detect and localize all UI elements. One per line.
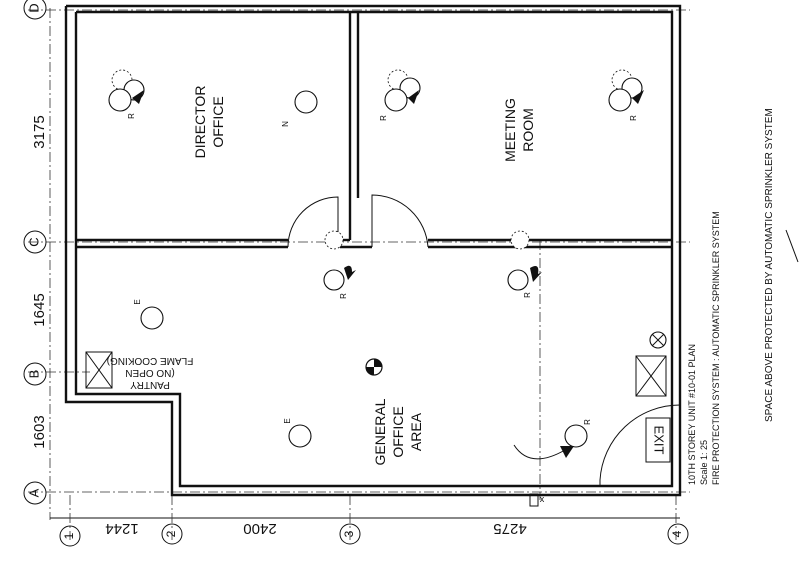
sprinkler-head-icon xyxy=(108,69,145,112)
drawing-scale: Scale 1: 25 xyxy=(699,440,709,485)
detector-label-r: R xyxy=(523,292,532,298)
svg-text:(NO OPEN: (NO OPEN xyxy=(125,367,174,378)
exit-sign-label: EXIT xyxy=(652,426,667,455)
exit-sign: EXIT xyxy=(645,417,671,463)
grid-bubble-row-a: A xyxy=(23,481,47,505)
x-mark-label: x xyxy=(540,494,545,504)
svg-text:FLAME COOKING): FLAME COOKING) xyxy=(107,355,194,366)
svg-text:ROOM: ROOM xyxy=(520,108,536,152)
grid-marker-icon xyxy=(529,493,539,507)
emergency-light-icon xyxy=(140,306,164,330)
grid-bubble-col-3: 3 xyxy=(339,523,361,545)
detector-label-e: E xyxy=(283,418,292,423)
equipment-cabinet-icon xyxy=(635,355,667,397)
grid-label-col-1: 1 xyxy=(62,532,76,539)
row-dimension-1645: 1645 xyxy=(31,293,48,326)
grid-label-row-a: A xyxy=(26,488,41,497)
detector-label-r: R xyxy=(339,293,348,299)
room-label-general-office: GENERAL OFFICE AREA xyxy=(372,398,424,465)
emergency-light-icon xyxy=(288,424,312,448)
svg-text:AREA: AREA xyxy=(408,412,424,451)
grid-label-row-c: C xyxy=(26,237,41,246)
col-dimension-2400: 2400 xyxy=(243,520,276,537)
row-dimension-1603: 1603 xyxy=(31,415,48,448)
detector-label-r: R xyxy=(583,419,592,425)
svg-text:DIRECTOR: DIRECTOR xyxy=(192,86,208,159)
svg-text:PANTRY: PANTRY xyxy=(130,379,170,390)
grid-label-row-d: D xyxy=(26,3,41,12)
detector-label-e: E xyxy=(133,299,142,304)
drawing-system: FIRE PROTECTION SYSTEM : AUTOMATIC SPRIN… xyxy=(711,211,721,485)
side-note-text: SPACE ABOVE PROTECTED BY AUTOMATIC SPRIN… xyxy=(764,108,775,422)
sprinkler-head-icon xyxy=(513,424,588,460)
detector-label-r: R xyxy=(127,113,136,119)
sprinkler-head-icon xyxy=(608,69,644,112)
grid-bubble-row-c: C xyxy=(23,230,47,254)
col-dimension-4275: 4275 xyxy=(493,520,526,537)
pantry-cabinet-icon xyxy=(85,351,113,389)
row-dimension-3175: 3175 xyxy=(31,115,48,148)
smoke-detector-icon xyxy=(294,90,318,114)
emergency-light-icon xyxy=(649,331,667,349)
grid-lines xyxy=(28,8,690,540)
drawing-title: 10TH STOREY UNIT #10-01 PLAN xyxy=(687,344,697,485)
grid-label-row-b: B xyxy=(26,370,41,379)
detector-label-n: N xyxy=(281,121,290,127)
grid-bubble-col-2: 2 xyxy=(161,523,183,545)
grid-label-col-4: 4 xyxy=(670,530,684,537)
room-label-director: DIRECTOR OFFICE xyxy=(192,86,226,159)
interior-partitions xyxy=(75,12,681,486)
title-block: 10TH STOREY UNIT #10-01 PLAN Scale 1: 25… xyxy=(687,211,721,485)
grid-label-col-2: 2 xyxy=(164,530,178,537)
grid-label-col-3: 3 xyxy=(342,530,356,537)
grid-bubble-col-4: 4 xyxy=(667,523,689,545)
svg-text:OFFICE: OFFICE xyxy=(390,406,406,457)
grid-bubble-row-b: B xyxy=(23,362,47,386)
col-dimension-1244: 1244 xyxy=(105,520,138,537)
grid-bubble-col-1: 1 xyxy=(59,525,81,547)
alarm-bell-icon xyxy=(365,358,383,376)
room-label-meeting: MEETING ROOM xyxy=(502,98,536,162)
svg-text:GENERAL: GENERAL xyxy=(372,398,388,465)
grid-bubble-row-d: D xyxy=(23,0,47,20)
room-label-pantry: PANTRY (NO OPEN FLAME COOKING) xyxy=(107,355,194,390)
sprinkler-head-icon xyxy=(323,230,356,291)
svg-text:OFFICE: OFFICE xyxy=(210,96,226,147)
detector-label-r: R xyxy=(379,115,388,121)
sprinkler-head-icon xyxy=(507,230,542,291)
detector-label-r: R xyxy=(629,115,638,121)
sprinkler-head-icon xyxy=(384,69,421,112)
side-note: SPACE ABOVE PROTECTED BY AUTOMATIC SPRIN… xyxy=(764,108,775,422)
svg-text:MEETING: MEETING xyxy=(502,98,518,162)
